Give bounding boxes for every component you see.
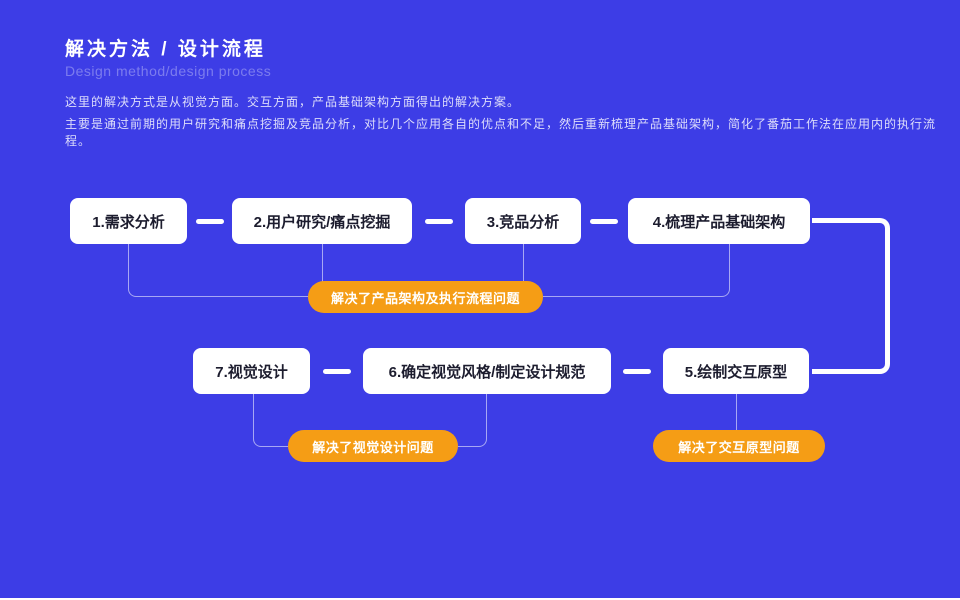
step-label-2: 2.用户研究/痛点挖掘 <box>253 213 391 231</box>
step-box-2: 2.用户研究/痛点挖掘 <box>232 198 412 244</box>
connector-step3-to-outcome1 <box>523 244 524 284</box>
link-step2-step3 <box>425 219 453 224</box>
link-step3-step4 <box>590 219 618 224</box>
outcome-pill-interaction-prototype: 解决了交互原型问题 <box>653 430 825 462</box>
step-label-4: 4.梳理产品基础架构 <box>652 213 786 231</box>
step-label-3: 3.竞品分析 <box>486 213 560 231</box>
outcome-label-3: 解决了交互原型问题 <box>678 439 800 455</box>
link-step1-step2 <box>196 219 224 224</box>
outcome-pill-visual-design: 解决了视觉设计问题 <box>288 430 458 462</box>
step-box-3: 3.竞品分析 <box>465 198 581 244</box>
step-label-6: 6.确定视觉风格/制定设计规范 <box>388 363 586 381</box>
connector-step6-to-outcome2 <box>458 394 487 447</box>
link-step4-step5-elbow <box>812 218 890 374</box>
page-subtitle: Design method/design process <box>65 63 272 79</box>
connector-step2-to-outcome1 <box>322 244 323 284</box>
step-box-1: 1.需求分析 <box>70 198 187 244</box>
step-box-6: 6.确定视觉风格/制定设计规范 <box>363 348 611 394</box>
link-step7-step6 <box>323 369 351 374</box>
step-label-1: 1.需求分析 <box>92 213 165 231</box>
description-line-1: 这里的解决方式是从视觉方面。交互方面，产品基础架构方面得出的解决方案。 <box>65 95 521 109</box>
outcome-label-2: 解决了视觉设计问题 <box>312 439 434 455</box>
outcome-pill-product-architecture: 解决了产品架构及执行流程问题 <box>308 281 543 313</box>
bottom-edge-strip <box>0 598 960 600</box>
step-box-7: 7.视觉设计 <box>193 348 310 394</box>
connector-step4-to-outcome1 <box>543 244 730 297</box>
step-label-7: 7.视觉设计 <box>215 363 288 381</box>
link-step6-step5 <box>623 369 651 374</box>
step-box-4: 4.梳理产品基础架构 <box>628 198 810 244</box>
description-line-2: 主要是通过前期的用户研究和痛点挖掘及竞品分析，对比几个应用各自的优点和不足，然后… <box>65 117 937 148</box>
connector-step7-to-outcome2 <box>253 394 288 447</box>
connector-step1-to-outcome1 <box>128 244 308 297</box>
outcome-label-1: 解决了产品架构及执行流程问题 <box>330 290 520 306</box>
connector-step5-to-outcome3 <box>736 394 737 432</box>
step-label-5: 5.绘制交互原型 <box>684 363 788 381</box>
step-box-5: 5.绘制交互原型 <box>663 348 809 394</box>
page-title: 解决方法 / 设计流程 <box>65 39 266 60</box>
